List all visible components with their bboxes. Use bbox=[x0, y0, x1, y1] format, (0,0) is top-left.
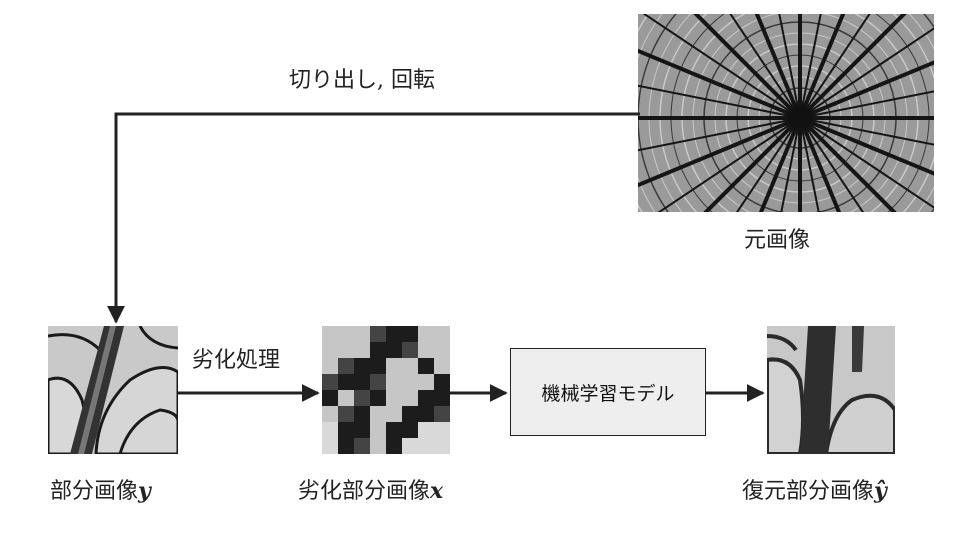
original-image-label: 元画像 bbox=[744, 228, 811, 253]
degraded-image-var: x bbox=[430, 478, 444, 504]
crop-rotate-arrow bbox=[107, 112, 640, 324]
ml-model-box: 機械学習モデル bbox=[510, 348, 706, 436]
degraded-pixel-blocks bbox=[322, 326, 450, 454]
crop-rotate-label: 切り出し, 回転 bbox=[289, 68, 435, 93]
ml-model-label: 機械学習モデル bbox=[541, 382, 675, 405]
original-image bbox=[638, 14, 934, 212]
restored-image-var: ŷ bbox=[874, 478, 887, 504]
degrade-label: 劣化処理 bbox=[192, 348, 281, 373]
partial-image-y bbox=[48, 326, 178, 454]
partial-image-caption: 部分画像y bbox=[50, 480, 151, 503]
degraded-image-x bbox=[322, 326, 450, 454]
degraded-image-label: 劣化部分画像 bbox=[298, 479, 431, 504]
restored-image-y-hat bbox=[767, 326, 895, 454]
restored-image-label: 復元部分画像 bbox=[742, 479, 875, 504]
partial-image-var: y bbox=[138, 478, 151, 504]
degraded-image-caption: 劣化部分画像x bbox=[298, 480, 443, 503]
rosette-pattern bbox=[638, 14, 934, 212]
partial-image-label: 部分画像 bbox=[50, 479, 139, 504]
restored-image-caption: 復元部分画像ŷ bbox=[742, 480, 887, 503]
